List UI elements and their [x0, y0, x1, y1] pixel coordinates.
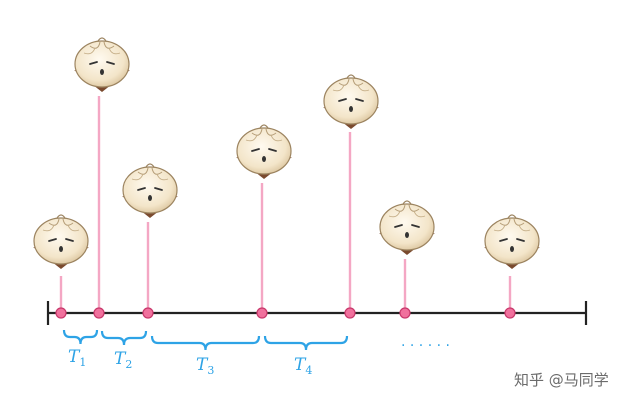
interval-label-t1: T1: [68, 347, 86, 369]
interval-brace: [100, 330, 148, 346]
event-dot: [399, 307, 411, 319]
watermark: 知乎 @马同学: [514, 371, 609, 389]
steamed-bun-face-icon: [483, 214, 541, 270]
interval-brace: [62, 329, 99, 345]
interval-braces: [62, 329, 349, 351]
interval-label-t2: T2: [114, 349, 132, 371]
time-axis: [46, 301, 588, 325]
event-dot: [142, 307, 154, 319]
event-dot: [256, 307, 268, 319]
interval-brace: [263, 335, 349, 351]
event-dots: [55, 307, 516, 319]
steamed-bun-face-icon: [235, 124, 293, 180]
steamed-bun-face-icon: [121, 163, 179, 219]
event-spikes: [59, 96, 512, 313]
interval-label-t4: T4: [294, 355, 312, 377]
event-buns: [32, 37, 541, 270]
steamed-bun-face-icon: [322, 74, 380, 130]
interval-label-t3: T3: [196, 355, 214, 377]
event-dot: [344, 307, 356, 319]
event-dot: [93, 307, 105, 319]
continuation-ellipsis: · · · · · ·: [401, 338, 450, 354]
steamed-bun-face-icon: [378, 200, 436, 256]
event-dot: [55, 307, 67, 319]
steamed-bun-face-icon: [73, 37, 131, 93]
steamed-bun-face-icon: [32, 214, 90, 270]
interval-brace: [150, 335, 261, 351]
event-dot: [504, 307, 516, 319]
